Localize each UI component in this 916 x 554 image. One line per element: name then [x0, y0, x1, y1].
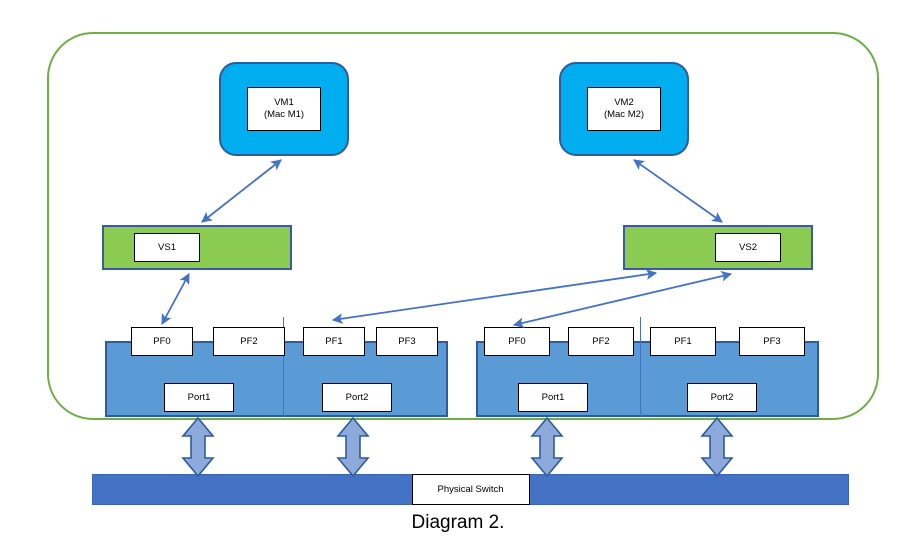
- physical-switch-bar[interactable]: Physical Switch: [92, 474, 849, 505]
- nic-right-pf3-label: PF3: [763, 336, 781, 347]
- nic-right-pf2-label: PF2: [592, 336, 610, 347]
- arrow-block-port-left-2: [336, 416, 370, 478]
- vs2-label-box: VS2: [715, 233, 781, 262]
- nic-left-port2-label: Port2: [345, 392, 369, 403]
- vswitch-1-box[interactable]: VS1: [102, 225, 292, 270]
- vm1-box[interactable]: VM1 (Mac M1): [219, 62, 349, 156]
- nic-right-port2[interactable]: Port2: [687, 383, 757, 412]
- nic-right-port2-label: Port2: [710, 392, 734, 403]
- vm2-mac: (Mac M2): [603, 109, 645, 120]
- host-boundary: [47, 32, 879, 420]
- vs1-label: VS1: [158, 242, 176, 253]
- nic-right-pf0[interactable]: PF0: [484, 327, 550, 356]
- physical-switch-label: Physical Switch: [437, 484, 504, 495]
- nic-right-pf0-label: PF0: [508, 336, 526, 347]
- nic-left-pf1[interactable]: PF1: [303, 327, 365, 356]
- vm1-label-box: VM1 (Mac M1): [247, 87, 321, 131]
- nic-left-pf1-label: PF1: [325, 336, 343, 347]
- vm1-name: VM1: [274, 97, 294, 109]
- arrow-block-port-left-1: [181, 416, 215, 478]
- nic-left-pf0[interactable]: PF0: [131, 327, 193, 356]
- nic-left-pf0-label: PF0: [153, 336, 171, 347]
- vm2-name: VM2: [614, 97, 634, 109]
- nic-left-pf2[interactable]: PF2: [213, 327, 285, 356]
- vm2-label-box: VM2 (Mac M2): [587, 87, 661, 131]
- nic-right-pf3[interactable]: PF3: [739, 327, 805, 356]
- arrow-block-port-right-1: [530, 416, 564, 478]
- diagram-caption: Diagram 2.: [411, 512, 505, 533]
- vs1-label-box: VS1: [134, 233, 200, 262]
- nic-right-divider: [640, 317, 642, 417]
- nic-right-pf2[interactable]: PF2: [568, 327, 634, 356]
- nic-left-pf3[interactable]: PF3: [376, 327, 438, 356]
- nic-left-port2[interactable]: Port2: [322, 383, 392, 412]
- nic-left-pf3-label: PF3: [398, 336, 416, 347]
- nic-right-port1[interactable]: Port1: [518, 383, 588, 412]
- nic-left-divider: [283, 317, 285, 417]
- nic-right-pf1[interactable]: PF1: [650, 327, 716, 356]
- vs2-label: VS2: [739, 242, 757, 253]
- nic-left-port1-label: Port1: [187, 392, 211, 403]
- nic-left-port1[interactable]: Port1: [164, 383, 234, 412]
- nic-right-pf1-label: PF1: [674, 336, 692, 347]
- vswitch-2-box[interactable]: VS2: [623, 225, 813, 270]
- vm1-mac: (Mac M1): [263, 109, 305, 120]
- nic-left-pf2-label: PF2: [240, 336, 258, 347]
- physical-switch-label-box: Physical Switch: [411, 474, 530, 505]
- arrow-block-port-right-2: [700, 416, 734, 478]
- vm2-box[interactable]: VM2 (Mac M2): [559, 62, 689, 156]
- nic-right-port1-label: Port1: [541, 392, 565, 403]
